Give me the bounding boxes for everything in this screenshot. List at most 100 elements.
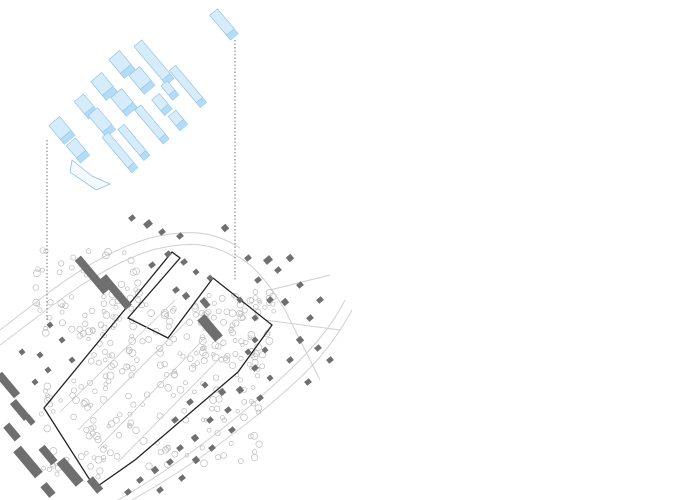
existing-building — [36, 351, 44, 359]
proposed-block — [87, 107, 117, 138]
tree — [211, 300, 217, 306]
tree — [41, 329, 50, 337]
tree — [191, 362, 197, 368]
tree — [140, 402, 145, 407]
tree — [90, 328, 96, 334]
existing-building — [191, 455, 201, 465]
existing-building — [261, 346, 269, 354]
existing-building — [40, 482, 56, 498]
proposed-block — [90, 72, 118, 101]
existing-building — [58, 336, 66, 344]
existing-building — [235, 385, 245, 395]
tree — [213, 405, 221, 412]
tree — [251, 359, 259, 366]
tree — [238, 310, 244, 316]
tree — [265, 289, 274, 297]
existing-building — [124, 488, 132, 496]
existing-building — [295, 335, 305, 345]
tree — [111, 325, 116, 331]
tree — [76, 326, 83, 333]
tree — [215, 343, 222, 350]
existing-building — [181, 291, 191, 301]
tree — [134, 289, 143, 297]
tree — [238, 356, 244, 362]
tree — [76, 332, 83, 339]
tree — [193, 311, 199, 318]
proposed-block — [128, 66, 156, 95]
tree — [240, 413, 248, 422]
tree — [109, 352, 116, 359]
tree — [139, 436, 148, 445]
tree — [90, 424, 97, 431]
tree — [186, 318, 193, 326]
tree — [121, 250, 127, 256]
tree — [81, 398, 90, 407]
tree — [91, 352, 97, 358]
existing-building — [274, 266, 282, 274]
proposed-block — [117, 123, 151, 161]
podium-slab — [69, 159, 111, 191]
plot-line — [97, 337, 206, 449]
tree — [166, 317, 174, 325]
tree — [107, 420, 116, 428]
proposed-block — [73, 93, 99, 120]
tree — [240, 342, 245, 348]
tree — [232, 293, 240, 300]
tree — [134, 279, 142, 287]
existing-building — [256, 394, 264, 402]
tree — [229, 361, 237, 369]
tree — [128, 349, 137, 357]
tree — [88, 307, 96, 315]
road-line — [131, 309, 353, 500]
tree — [232, 350, 239, 357]
tree — [82, 312, 88, 318]
tree — [161, 360, 168, 368]
existing-building — [46, 321, 54, 329]
tree — [87, 463, 94, 470]
tree — [254, 308, 262, 316]
tree — [99, 395, 108, 404]
tree — [57, 299, 66, 308]
tree — [134, 357, 140, 363]
existing-building — [9, 399, 31, 421]
tree — [89, 327, 96, 334]
tree — [252, 289, 259, 295]
tree — [221, 417, 227, 423]
tree — [271, 308, 276, 314]
tree — [33, 269, 41, 278]
tree — [199, 334, 206, 340]
tree — [228, 309, 237, 318]
existing-building — [244, 348, 252, 356]
tree — [103, 444, 108, 449]
proposed-block — [168, 64, 207, 109]
tree — [223, 356, 231, 364]
tree — [128, 372, 135, 379]
tree — [78, 384, 84, 390]
tree — [252, 449, 258, 455]
tree — [102, 385, 108, 391]
tree — [103, 381, 108, 387]
existing-building — [13, 445, 43, 479]
tree — [181, 408, 188, 414]
tree — [100, 300, 108, 307]
existing-building — [263, 255, 273, 265]
projection-leader-lines — [46, 40, 236, 322]
existing-building — [296, 281, 304, 289]
existing-building — [68, 356, 76, 364]
tree — [192, 389, 197, 395]
tree — [117, 280, 126, 288]
existing-building — [158, 228, 166, 236]
tree — [228, 327, 234, 334]
tree — [107, 340, 114, 347]
tree — [177, 351, 182, 356]
tree — [220, 415, 226, 421]
tree — [152, 327, 160, 335]
existing-building — [176, 444, 184, 452]
existing-building — [31, 378, 39, 386]
tree — [194, 351, 199, 356]
tree — [89, 430, 96, 437]
tree — [125, 364, 131, 369]
tree — [106, 424, 111, 429]
tree — [145, 335, 153, 343]
tree — [129, 333, 134, 339]
